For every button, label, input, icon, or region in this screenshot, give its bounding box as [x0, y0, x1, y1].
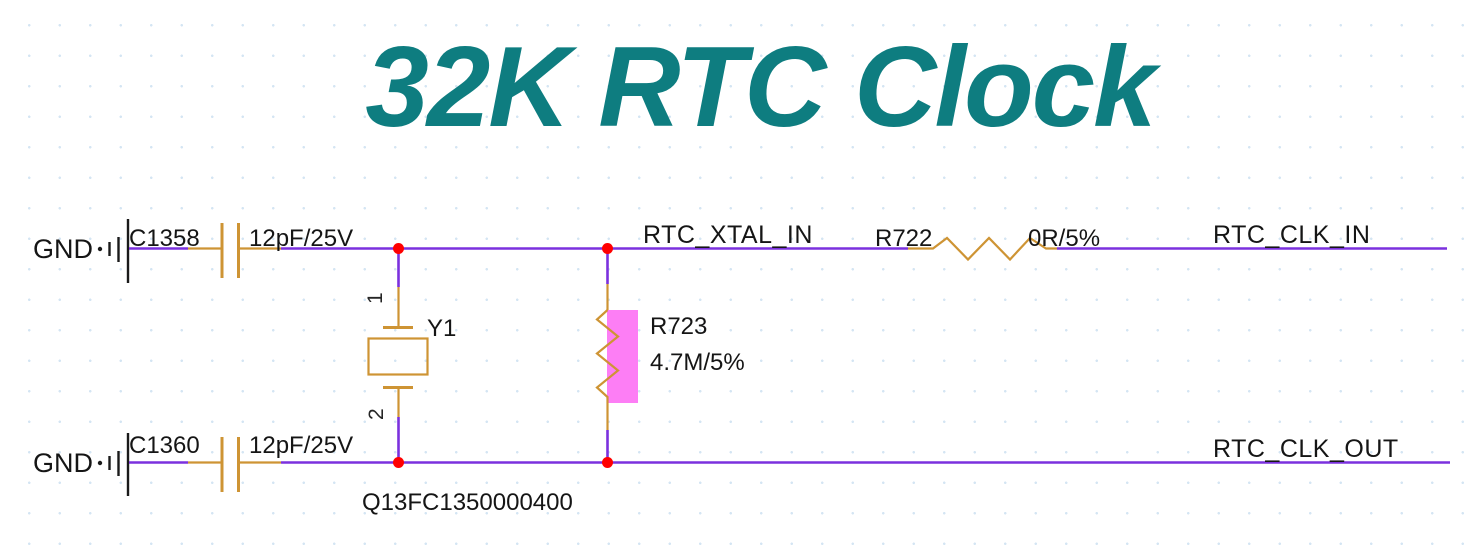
r722-designator[interactable]: R722 — [875, 225, 932, 252]
junction-dot — [393, 243, 404, 254]
junction-dot — [393, 457, 404, 468]
gnd-symbol-top[interactable] — [97, 219, 130, 283]
net-label-rtc-clk-in[interactable]: RTC_CLK_IN — [1213, 221, 1370, 249]
r723-selection-highlight — [607, 310, 638, 403]
resistor-r722[interactable] — [908, 236, 1057, 262]
junction-dots — [393, 243, 613, 468]
resistor-r723[interactable] — [595, 284, 620, 430]
c1358-designator[interactable]: C1358 — [129, 225, 200, 252]
c1358-value[interactable]: 12pF/25V — [249, 225, 353, 252]
y1-designator[interactable]: Y1 — [427, 315, 456, 342]
r723-value[interactable]: 4.7M/5% — [650, 349, 745, 376]
crystal-y1[interactable] — [367, 287, 429, 417]
gnd-label-top[interactable]: GND — [33, 234, 93, 264]
schematic-title: 32K RTC Clock — [365, 24, 1156, 151]
r722-value[interactable]: 0R/5% — [1028, 225, 1100, 252]
y1-pin1-number: 1 — [364, 292, 387, 304]
capacitor-c1360[interactable] — [188, 437, 281, 492]
gnd-symbol-bottom[interactable] — [97, 433, 130, 496]
y1-part-number[interactable]: Q13FC1350000400 — [362, 489, 573, 516]
gnd-label-bottom[interactable]: GND — [33, 448, 93, 478]
c1360-value[interactable]: 12pF/25V — [249, 432, 353, 459]
junction-dot — [602, 243, 613, 254]
c1360-designator[interactable]: C1360 — [129, 432, 200, 459]
capacitor-c1358[interactable] — [188, 223, 281, 278]
net-label-rtc-clk-out[interactable]: RTC_CLK_OUT — [1213, 435, 1399, 463]
y1-pin2-number: 2 — [365, 408, 388, 420]
junction-dot — [602, 457, 613, 468]
r723-designator[interactable]: R723 — [650, 313, 707, 340]
net-label-rtc-xtal-in[interactable]: RTC_XTAL_IN — [643, 221, 813, 249]
